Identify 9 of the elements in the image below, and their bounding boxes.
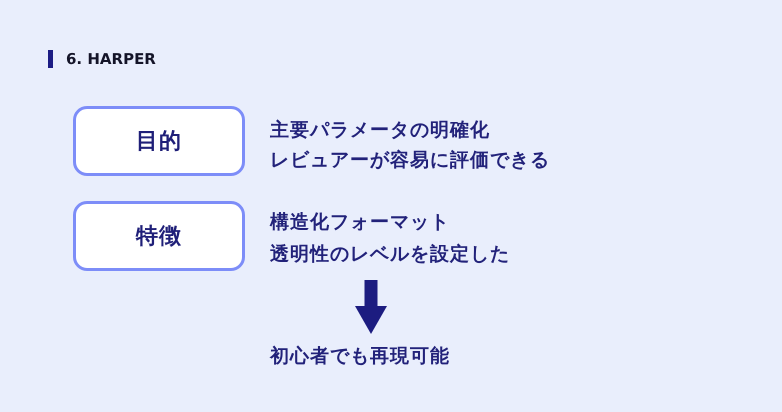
arrow	[355, 280, 387, 334]
category-box: 目的	[73, 106, 245, 176]
description-text: レビュアーが容易に評価できる	[270, 148, 550, 172]
description-text: 透明性のレベルを設定した	[270, 242, 510, 266]
heading: 6. HARPER	[66, 49, 156, 69]
description-text: 構造化フォーマット	[270, 210, 451, 234]
result-text: 初心者でも再現可能	[270, 344, 450, 368]
category-box: 特徴	[73, 201, 245, 271]
description-text: 主要パラメータの明確化	[270, 118, 490, 142]
